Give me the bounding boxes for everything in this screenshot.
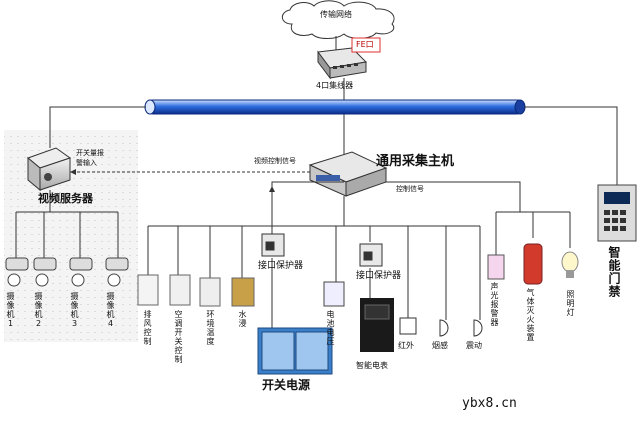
- meter-icon: [360, 298, 394, 352]
- env-temp-label: 环境温度: [206, 310, 215, 346]
- cloud-label: 传输网络: [320, 10, 352, 19]
- watermark: ybx8.cn: [462, 396, 517, 411]
- sound-light-label: 声光报警器: [490, 282, 499, 327]
- camera-label: 摄像机2: [34, 292, 43, 329]
- power-cabinet: [257, 327, 333, 375]
- vibration-icon: [473, 319, 483, 337]
- camera-label: 摄像机4: [106, 292, 115, 329]
- meter-label: 智能电表: [356, 361, 388, 370]
- cloud-icon: [281, 0, 395, 39]
- interface-right-label: 接口保护器: [356, 271, 402, 281]
- video-signal-label: 视频控制信号: [254, 157, 296, 165]
- infrared-label: 红外: [398, 341, 414, 350]
- infrared-icon: [399, 317, 417, 335]
- host-title: 通用采集主机: [376, 154, 455, 169]
- backbone-bus: [145, 99, 525, 115]
- access-panel: [597, 184, 637, 242]
- camera-icons: [5, 257, 129, 287]
- fan-label: 排风控制: [143, 310, 152, 346]
- control-signal-label: 控制信号: [396, 185, 424, 193]
- hub-label: 4口集线器: [316, 81, 354, 90]
- light-bulb: [561, 251, 579, 273]
- sound-light-alarm: [487, 254, 505, 280]
- light-label: 照明灯: [566, 290, 575, 317]
- vibration-label: 震动: [466, 341, 482, 350]
- gas-label: 气体灭火装置: [526, 288, 535, 342]
- video-server: [27, 147, 72, 192]
- interface-protectors: [261, 233, 383, 267]
- video-area-background: [4, 130, 138, 342]
- ac-label: 空调开关控制: [174, 310, 183, 364]
- water-label: 水浸: [238, 310, 247, 328]
- battery-monitor: [323, 281, 345, 307]
- smoke-icon: [439, 319, 449, 337]
- switch-input-line2: 警输入: [76, 159, 97, 167]
- camera-label: 摄像机3: [70, 292, 79, 329]
- hub-icon: [317, 47, 368, 80]
- gas-extinguisher: [523, 243, 543, 285]
- switch-input-line1: 开关量报: [76, 149, 104, 157]
- smoke-label: 烟感: [432, 341, 448, 350]
- video-server-label: 视频服务器: [38, 192, 93, 205]
- access-title: 智能门禁: [607, 246, 621, 298]
- fe-port-label: FE口: [356, 40, 374, 49]
- camera-label: 摄像机1: [6, 292, 15, 329]
- battery-label: 电池电压: [326, 310, 335, 346]
- sensor-panels: [137, 274, 255, 307]
- interface-left-label: 接口保护器: [258, 261, 304, 271]
- host-box: [308, 151, 388, 197]
- power-title: 开关电源: [262, 378, 311, 392]
- fe-port-box: [351, 37, 381, 53]
